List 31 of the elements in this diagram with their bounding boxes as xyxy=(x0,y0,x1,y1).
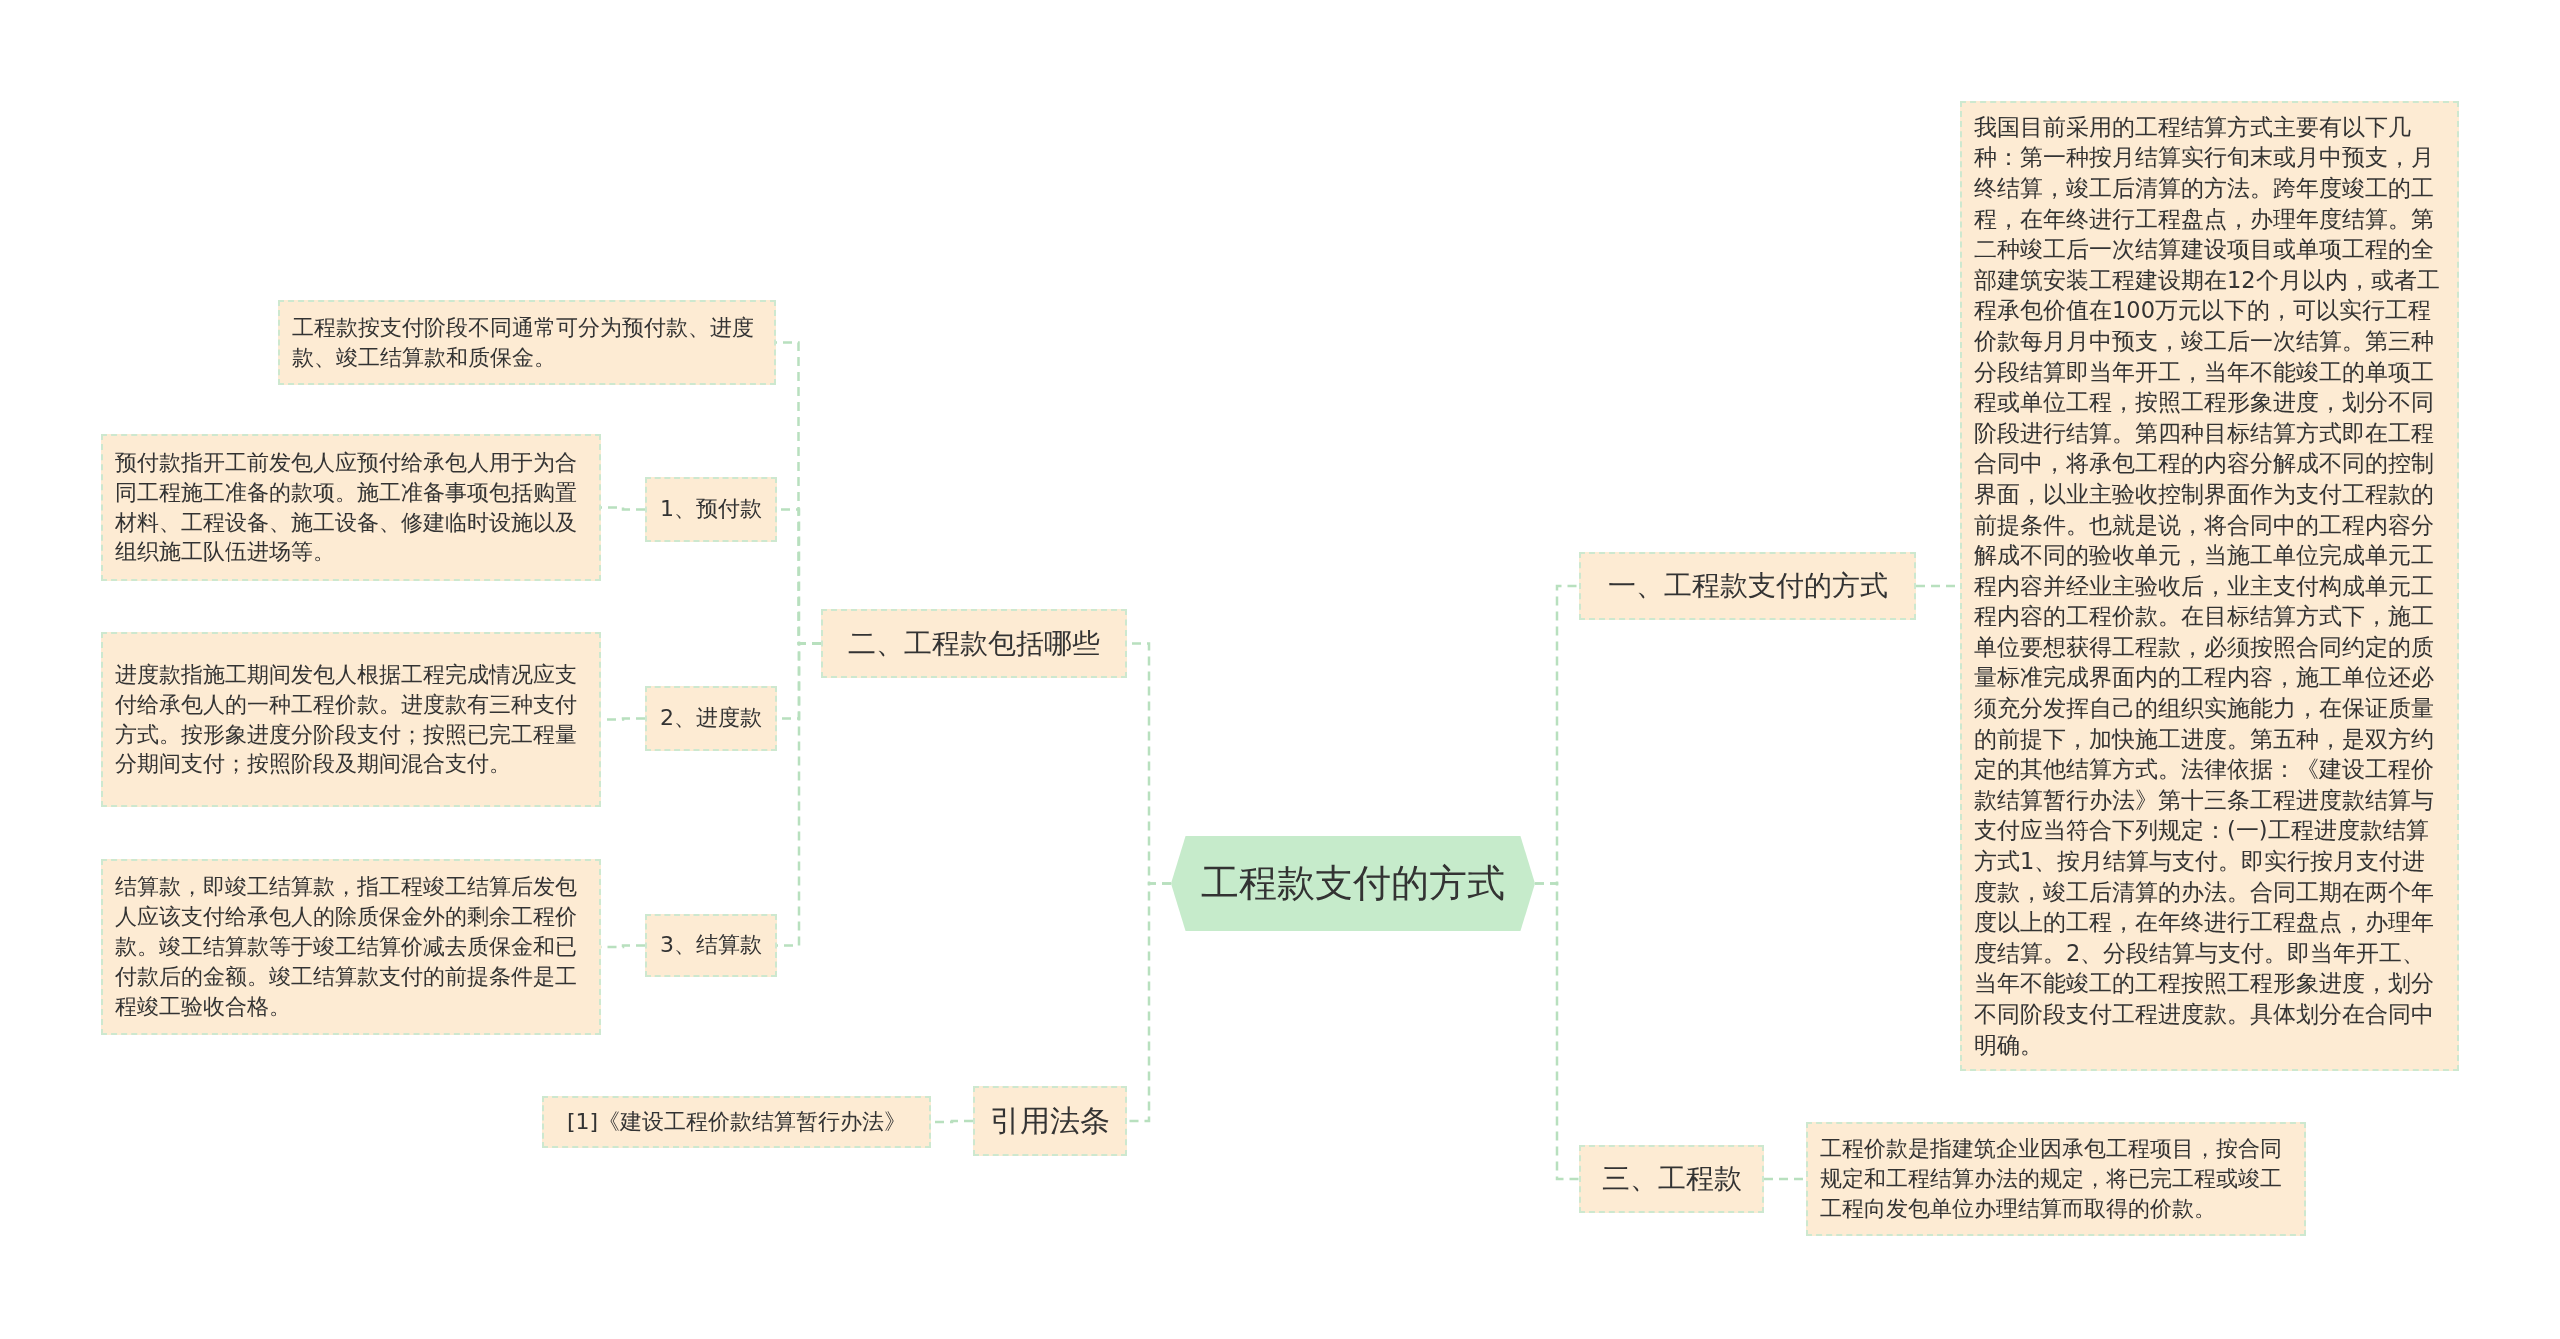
connector-line xyxy=(1764,1177,1806,1181)
note-text: 我国目前采用的工程结算方式主要有以下几种：第一种按月结算实行旬末或月中预支，月终结算，竣工后清算的方法。跨年度竣工的工程，在年终进行工程盘点，办理年度结算。第二种竣工后一次结算建设项目或单项工程的全部建筑安装工程建设期在12个月以内，或者工程承包价值在100万元以下的，可以实行工程价款每月月中预支，竣工后一次结算。第三种分段结算即当年开工，当年不能竣工的单项工程或单位工程，按照工程形象进度，划分不同阶段进行结算。第四种目标结算方式即在工程合同中，将承包工程的内容分解成不同的控制界面，以业主验收控制界面作为支付工程款的前提条件。也就是说，将合同中的工程内容分解成不同的验收单元，当施工单位完成单元工程内容并经业主验收后，业主支付构成单元工程内容的工程价款。在目标结算方式下，施工单位要想获得工程款，必须按照合同约定的质量标准完成界面内的工程内容，施工单位还必须充分发挥自己的组织实施能力，在保证质量的前提下，加快施工进度。第五种，是双方约定的其他结算方式。法律依据：《建设工程价款结算暂行办法》第十三条工程进度款结算与支付应当符合下列规定：(一)工程进度款结算方式1、按月结算与支付。即实行按月支付进度款，竣工后清算的办法。合同工期在两个年度以上的工程，在年终进行工程盘点，办理年度结算。2、分段结算与支付。即当年开工、当年不能竣工的工程按照工程形象进度，划分不同阶段支付工程进度款。具体划分在合同中明确。 xyxy=(1974,112,2441,1060)
note-card xyxy=(101,632,601,807)
topic-label: 2、进度款 xyxy=(660,705,762,732)
sub-topic xyxy=(645,686,777,751)
topic-label: 三、工程款 xyxy=(1601,1162,1742,1196)
note-card xyxy=(1806,1122,2306,1236)
branch-topic xyxy=(973,1086,1127,1156)
topic-label: 3、结算款 xyxy=(660,932,762,959)
note-text: 预付款指开工前发包人应预付给承包人用于为合同工程施工准备的款项。施工准备事项包括购置材料、工程设备、施工设备、修建临时设施以及组织施工队伍进场等。 xyxy=(115,448,578,567)
sub-topic xyxy=(645,914,777,977)
note-text: 结算款，即竣工结算款，指工程竣工结算后发包人应该支付给承包人的除质保金外的剩余工程价款。竣工结算款等于竣工结算价减去质保金和已付款后的金额。竣工结算款支付的前提条件是工程竣工验收合格。 xyxy=(115,873,578,1021)
branch-topic xyxy=(1579,1145,1764,1213)
note-text: 进度款指施工期间发包人根据工程完成情况应支付给承包人的一种工程价款。进度款有三种支付方式。按形象进度分阶段支付；按照已完工程量分期间支付；按照阶段及期间混合支付。 xyxy=(115,660,578,779)
connector-line xyxy=(1535,882,1579,1181)
topic-label: 引用法条 xyxy=(990,1103,1110,1139)
topic-label: 二、工程款包括哪些 xyxy=(848,626,1100,661)
connector-line xyxy=(1127,882,1171,1123)
note-text: 工程价款是指建筑企业因承包工程项目，按合同规定和工程结算办法的规定，将已完工程或竣工工程向发包单位办理结算而取得的价款。 xyxy=(1820,1135,2283,1223)
note-card xyxy=(278,300,776,385)
branch-topic xyxy=(1579,552,1916,620)
topic-label: [1]《建设工程价款结算暂行办法》 xyxy=(566,1108,907,1136)
topic-label: 一、工程款支付的方式 xyxy=(1607,569,1888,603)
branch-topic xyxy=(821,609,1127,678)
note-text: 工程款按支付阶段不同通常可分为预付款、进度款、竣工结算款和质保金。 xyxy=(292,313,755,372)
topic-label: 1、预付款 xyxy=(660,496,762,523)
sub-topic xyxy=(645,477,777,542)
note-card xyxy=(101,434,601,581)
sub-topic xyxy=(542,1096,931,1148)
topic-title: 工程款支付的方式 xyxy=(1201,860,1505,907)
note-card xyxy=(101,859,601,1035)
